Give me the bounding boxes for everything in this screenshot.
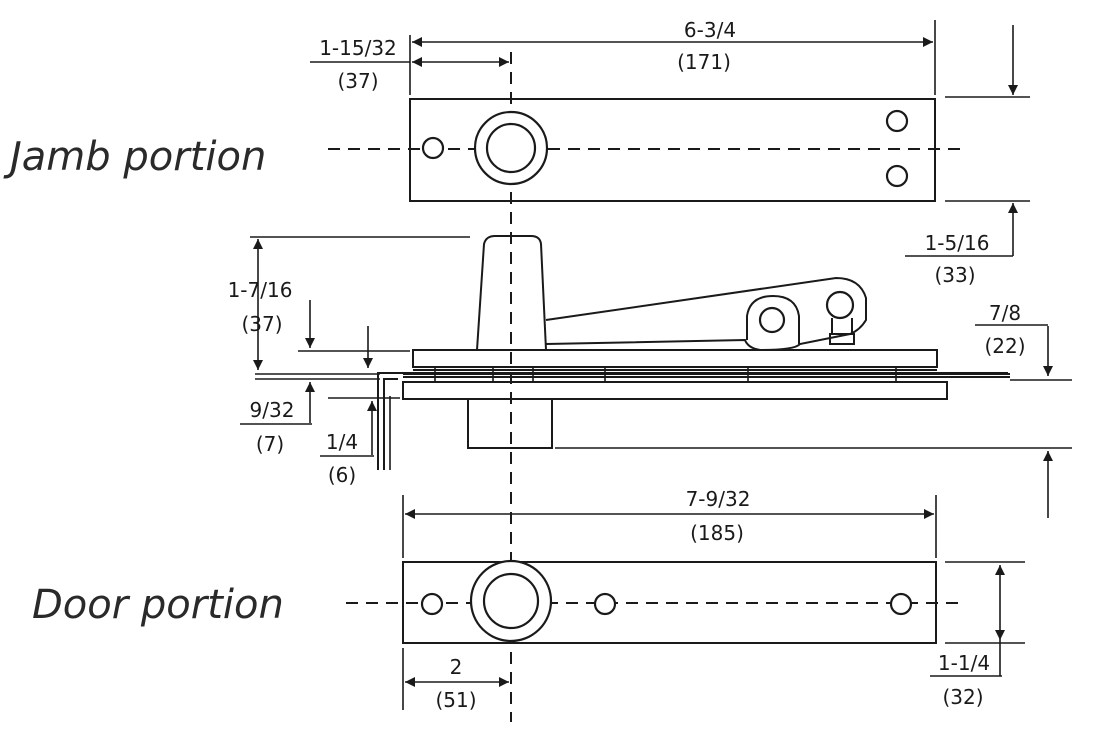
door-screw-hole	[889, 592, 913, 616]
jamb-width-inch: 6-3/4	[684, 18, 736, 42]
door-height-inch: 1-1/4	[938, 651, 990, 675]
plate-thickness-inch: 9/32	[250, 398, 295, 422]
jamb-plate	[328, 98, 960, 202]
arm-roller	[825, 290, 855, 320]
door-plate	[346, 559, 960, 644]
pivot-post	[476, 235, 547, 351]
door-portion-label: Door portion	[32, 582, 284, 628]
jamb-width-mm: (171)	[677, 50, 731, 74]
gap-inch: 1/4	[326, 430, 358, 454]
door-screw-hole	[593, 592, 617, 616]
arm-height-inch: 7/8	[989, 301, 1021, 325]
arm-clip-base	[829, 333, 855, 345]
frame-line	[383, 378, 398, 470]
door-pivot-hole	[482, 572, 540, 630]
pivot-height-inch: 1-7/16	[228, 278, 293, 302]
plate-thickness-mm: (7)	[256, 432, 284, 456]
jamb-height-mm: (33)	[934, 263, 975, 287]
door-offset-mm: (51)	[435, 688, 476, 712]
jamb-screw-hole	[885, 164, 909, 188]
pivot-height-mm: (37)	[241, 312, 282, 336]
jamb-height-inch: 1-5/16	[925, 231, 990, 255]
arm-height-mm: (22)	[984, 334, 1025, 358]
jamb-offset-mm: (37)	[337, 69, 378, 93]
gap-mm: (6)	[328, 463, 356, 487]
door-screw-hole	[420, 592, 444, 616]
top-plate	[412, 349, 938, 368]
closer-arm	[545, 276, 867, 352]
jamb-screw-hole	[885, 109, 909, 133]
pivot-side-view	[402, 235, 1010, 449]
jamb-offset-inch: 1-15/32	[319, 36, 397, 60]
jamb-pivot-hole	[485, 122, 537, 174]
door-width-mm: (185)	[690, 521, 744, 545]
door-offset-inch: 2	[450, 655, 463, 679]
jamb-screw-hole	[421, 136, 445, 160]
jamb-portion-label: Jamb portion	[3, 134, 266, 180]
arm-clip	[831, 318, 853, 335]
spindle	[467, 398, 553, 449]
frame-line	[377, 372, 1008, 470]
arm-knuckle	[746, 294, 800, 344]
arm-bolt-hole	[758, 306, 786, 334]
door-height-mm: (32)	[942, 685, 983, 709]
door-width-inch: 7-9/32	[686, 487, 751, 511]
bottom-plate	[402, 381, 948, 400]
